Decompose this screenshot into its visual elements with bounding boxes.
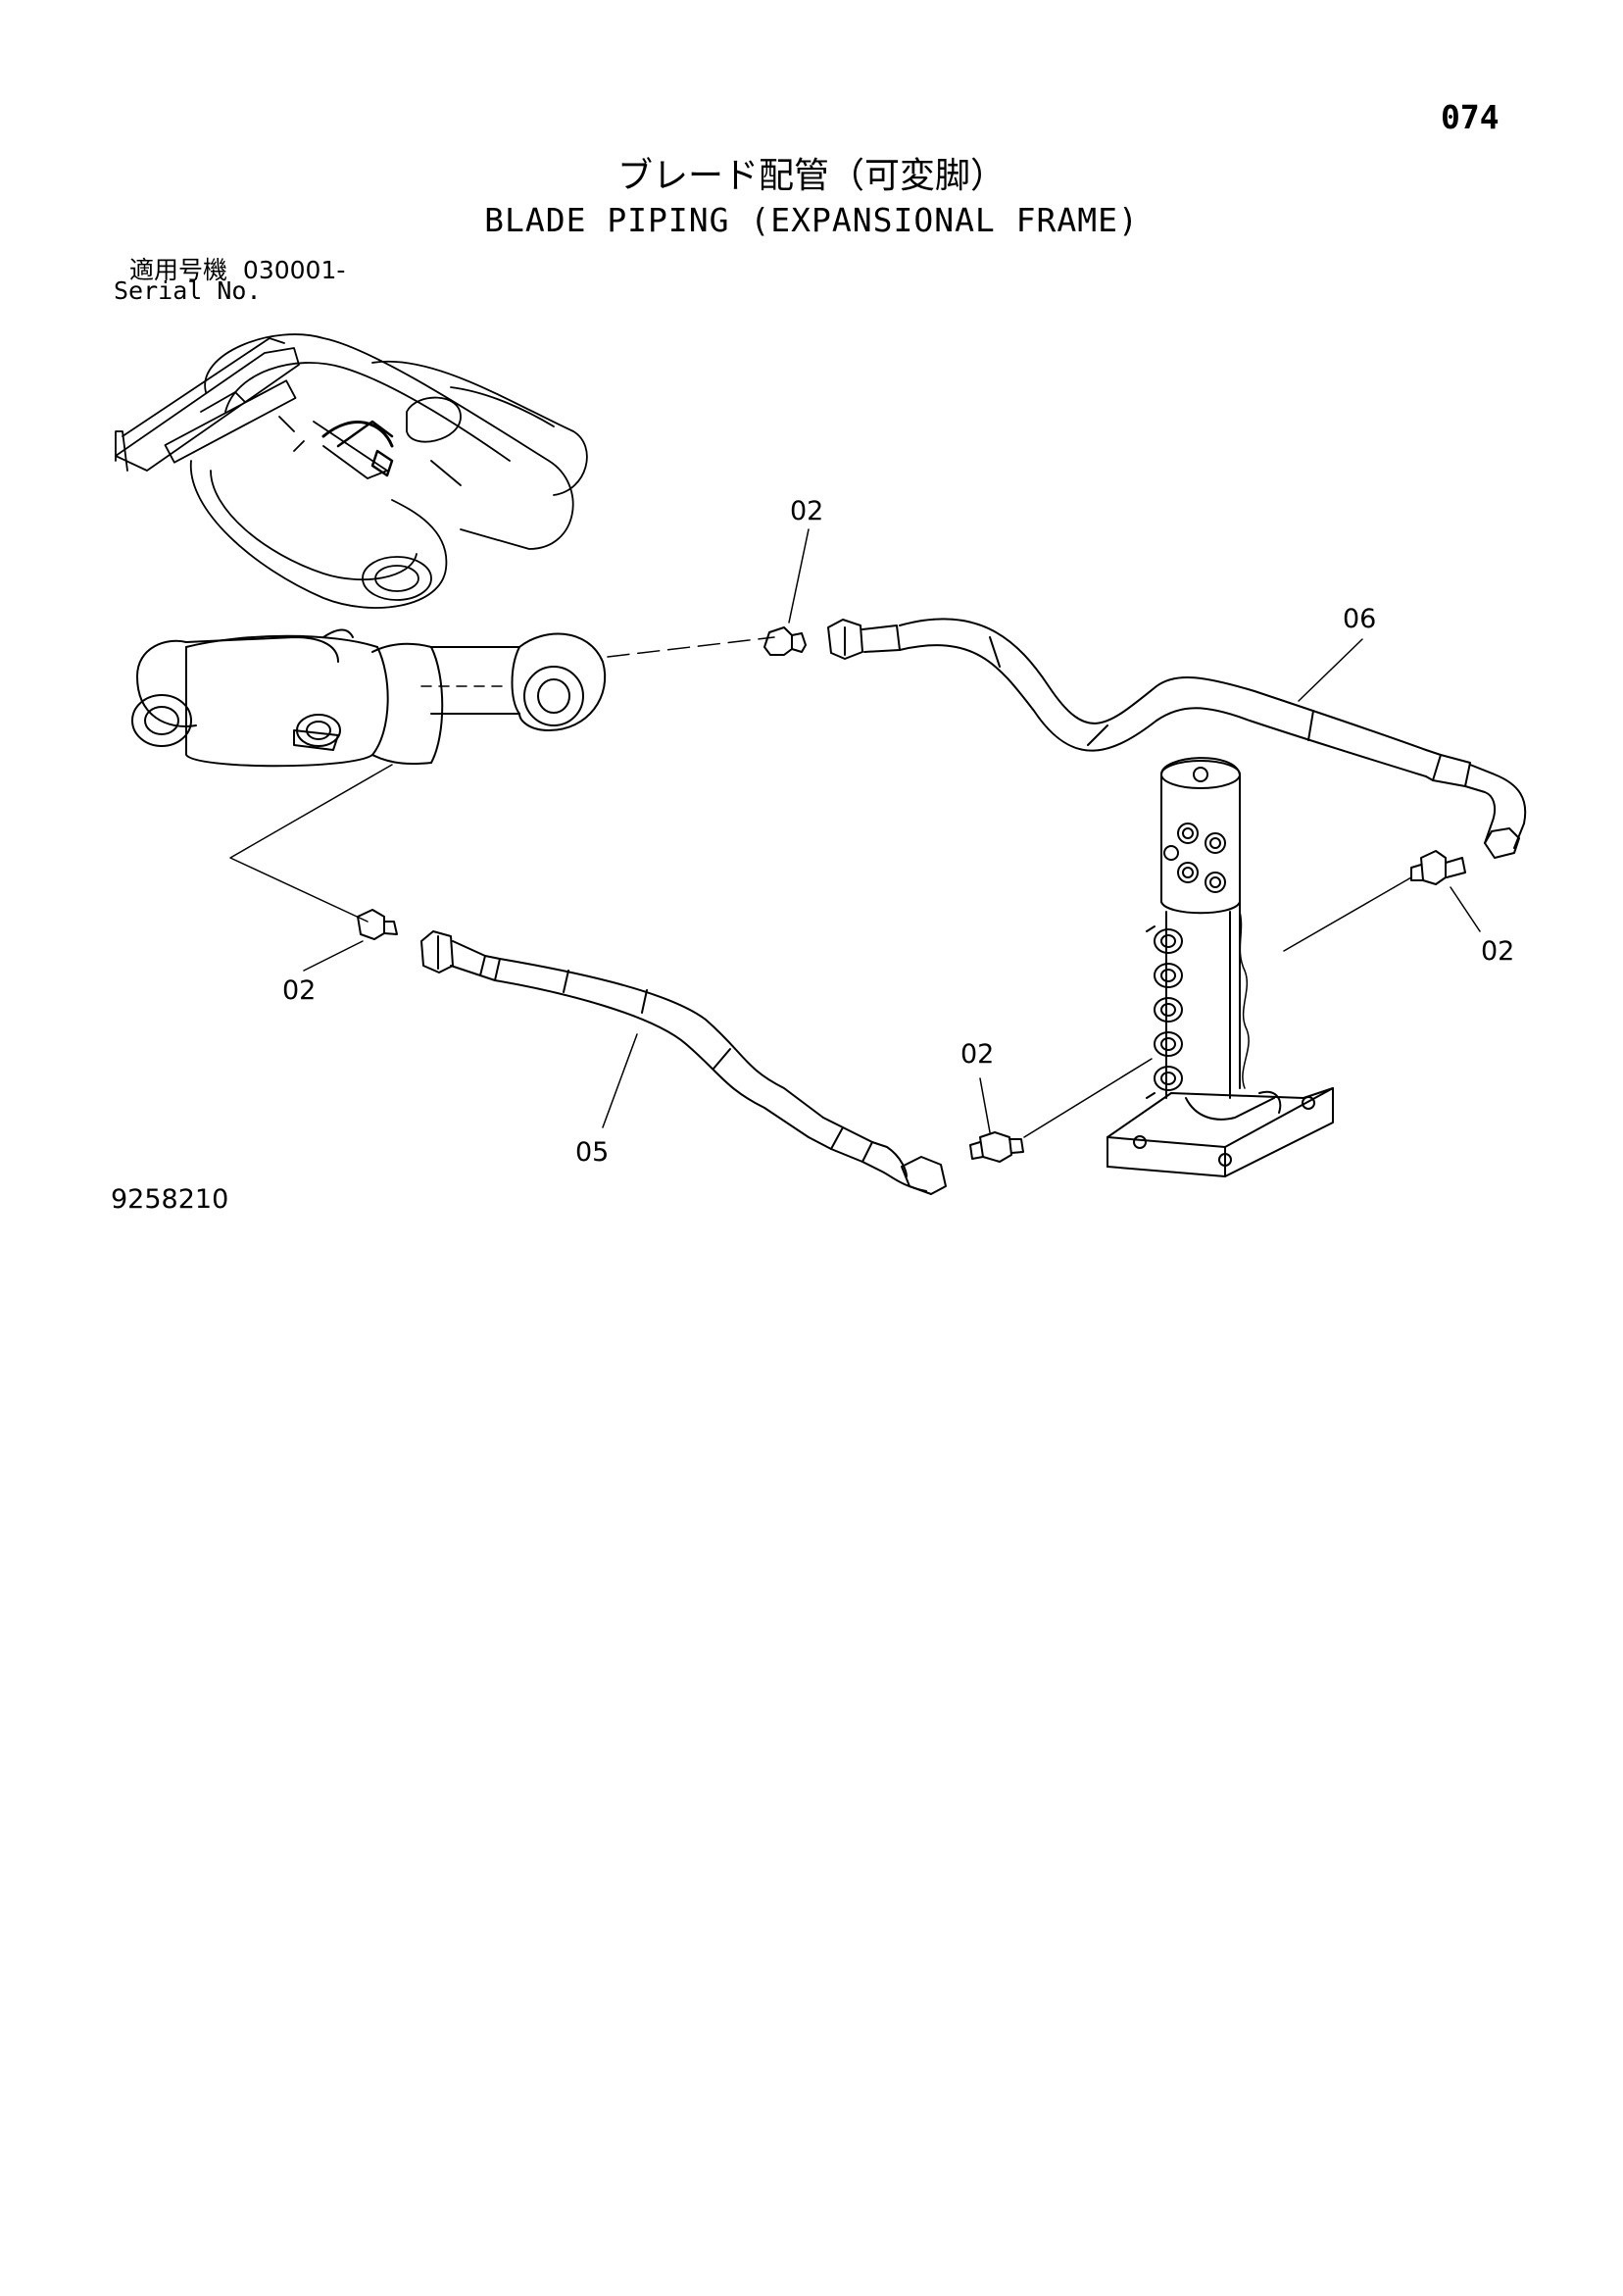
fitting-top	[763, 626, 807, 656]
callout-fitting-top: 02	[790, 496, 824, 526]
callout-fitting-center: 02	[960, 1039, 995, 1070]
drawing-id: 9258210	[111, 1184, 229, 1215]
connection-line-swivel-to-right-fitting	[1283, 876, 1412, 952]
blade-cylinder-illustration	[131, 628, 607, 768]
hose-upper	[827, 618, 1527, 859]
fitting-left	[357, 909, 398, 940]
serial-label-english: Serial No.	[114, 276, 262, 305]
serial-label-japanese: 適用号機 030001-	[129, 251, 345, 286]
callout-hose-lower: 05	[575, 1137, 610, 1168]
callout-fitting-right: 02	[1481, 936, 1515, 967]
swivel-joint-illustration	[1107, 757, 1334, 1177]
callout-fitting-left: 02	[282, 975, 317, 1006]
page-title-japanese: ブレード配管（可変脚）	[616, 156, 1006, 196]
page-title-english: BLADE PIPING (EXPANSIONAL FRAME)	[484, 201, 1139, 239]
fitting-right	[1410, 850, 1466, 885]
serial-value: 030001-	[242, 256, 346, 284]
machine-overview-illustration	[115, 333, 588, 609]
page-number: 074	[1441, 98, 1500, 136]
connection-line-cylinder-to-left-fitting	[229, 764, 393, 923]
hose-lower	[420, 930, 947, 1195]
callout-leader-lines	[303, 528, 1481, 1133]
fitting-center	[969, 1131, 1024, 1163]
callout-hose-upper: 06	[1343, 604, 1377, 634]
connection-line-center-fitting-to-swivel	[1023, 1058, 1153, 1138]
serial-label-jp: 適用号機	[129, 256, 228, 284]
connection-line-cylinder-to-top-fitting	[607, 636, 775, 658]
